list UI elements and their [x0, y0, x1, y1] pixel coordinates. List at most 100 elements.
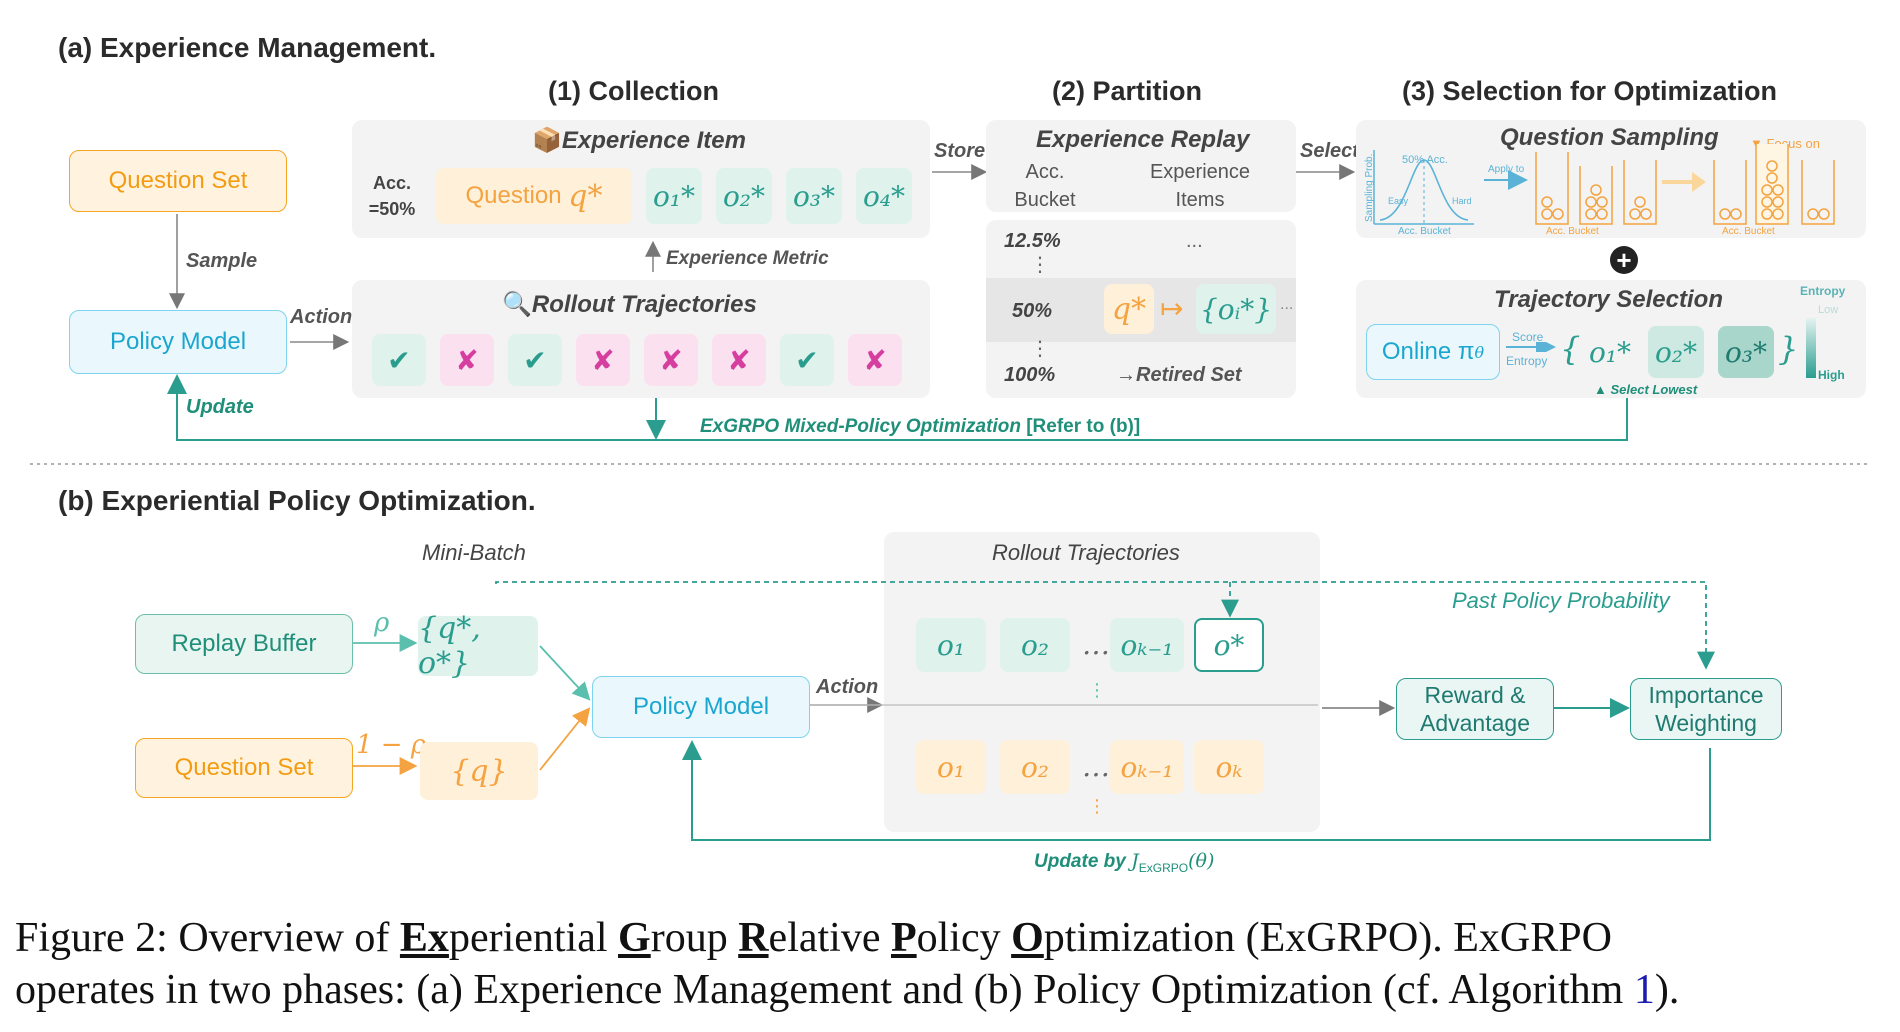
traj-brace-open: {: [1560, 330, 1581, 368]
bucket-50: 50%: [1012, 300, 1053, 322]
mapping-arrow: ↦: [1160, 293, 1184, 324]
rollout-item-teal: oₖ₋₁: [1110, 618, 1184, 672]
cross-icon: ✘: [440, 334, 494, 386]
action-label-b: Action: [816, 676, 879, 698]
apply-to-label: Apply to: [1488, 164, 1525, 175]
rho-label: ρ: [374, 608, 390, 638]
acc-bucket-axis-3: Acc. Bucket: [1722, 226, 1775, 237]
cross-icon: ✘: [848, 334, 902, 386]
check-icon: ✔: [780, 334, 834, 386]
update-label: Update: [186, 396, 254, 418]
mixed-policy-label: ExGRPO Mixed-Policy Optimization [Refer …: [700, 416, 1141, 437]
question-set-box: Question Set: [69, 150, 287, 212]
algorithm-link[interactable]: 1: [1633, 967, 1655, 1013]
replay-title: Experience Replay: [1036, 126, 1250, 153]
beakers-after: [1713, 144, 1835, 225]
part-b-connectors: [352, 581, 1715, 841]
sampling-illustration: [1373, 144, 1835, 225]
beakers-before: [1535, 152, 1657, 225]
experience-item-title: 📦Experience Item: [532, 127, 746, 154]
question-sampling-title: Question Sampling: [1500, 124, 1719, 151]
rollout-item-teal: o₂: [1000, 618, 1070, 672]
plus-icon: +: [1610, 245, 1638, 275]
rollout-item-orange: oₖ: [1194, 740, 1264, 794]
reward-advantage-box: Reward & Advantage: [1396, 678, 1554, 740]
items-ellipsis-2: ...: [1280, 296, 1294, 313]
replay-header-panel: [986, 120, 1296, 212]
action-label-a: Action: [290, 306, 353, 328]
row-vdots-1: ⋮: [1088, 680, 1106, 700]
importance-weighting-box: Importance Weighting: [1630, 678, 1782, 740]
caption-line-1: Figure 2: Overview of Experiential Group…: [15, 915, 1612, 961]
retired-set-label: →Retired Set: [1116, 364, 1242, 386]
experience-output-1: o₁*: [646, 168, 702, 224]
partition-title: (2) Partition: [1052, 76, 1203, 106]
easy-label: Easy: [1388, 196, 1409, 206]
acc-bucket-header: Acc. Bucket: [1014, 161, 1076, 211]
magnifier-icon: 🔍: [502, 291, 532, 318]
exp-items-header: Experience Items: [1149, 161, 1251, 211]
selection-title: (3) Selection for Optimization: [1402, 76, 1778, 106]
rollout-item-orange: oₖ₋₁: [1110, 740, 1184, 794]
sample-label: Sample: [186, 250, 258, 272]
select-lowest-label: ▲ Select Lowest: [1594, 382, 1698, 397]
rollout-title-b: Rollout Trajectories: [992, 540, 1180, 565]
acc-label: Acc. =50%: [368, 173, 416, 219]
experience-output-2: o₂*: [716, 168, 772, 224]
entropy-small-label: Entropy: [1506, 354, 1548, 368]
rollout-item-orange: …: [1082, 750, 1110, 783]
rollout-o-star: o*: [1194, 618, 1264, 672]
caption-line-2: operates in two phases: (a) Experience M…: [15, 967, 1680, 1013]
bucket-vdots-2: ⋮: [1030, 338, 1050, 360]
entropy-gradient: [1806, 318, 1816, 378]
policy-model-box-b: Policy Model: [592, 676, 810, 738]
traj-o1: o₁*: [1588, 335, 1632, 369]
bucket-12: 12.5%: [1004, 230, 1061, 252]
part-b-title: (b) Experiential Policy Optimization.: [58, 485, 536, 516]
traj-o2: o₂*: [1648, 326, 1704, 378]
question-tile: Question q*: [436, 168, 632, 224]
sampling-curve: [1373, 150, 1528, 225]
q-star: q*: [568, 178, 603, 214]
question-set-box-b: Question Set: [135, 738, 353, 798]
box-icon: 📦: [532, 127, 562, 154]
cross-icon: ✘: [644, 334, 698, 386]
experience-metric-label: Experience Metric: [666, 248, 829, 269]
items-ellipsis-1: ...: [1186, 230, 1203, 252]
collection-title: (1) Collection: [548, 76, 720, 106]
entropy-scale-title: Entropy: [1800, 284, 1846, 298]
cross-icon: ✘: [576, 334, 630, 386]
entropy-low: Low: [1818, 304, 1839, 316]
check-icon: ✔: [508, 334, 562, 386]
check-icon: ✔: [372, 334, 426, 386]
policy-model-box-a: Policy Model: [69, 310, 287, 374]
replay-q-star: q*: [1104, 284, 1154, 334]
past-policy-label: Past Policy Probability: [1452, 588, 1670, 613]
experience-output-3: o₃*: [786, 168, 842, 224]
transform-arrow: [1662, 172, 1706, 192]
score-arrow: [1506, 342, 1556, 352]
rollout-item-orange: o₁: [916, 740, 986, 794]
mini-batch-label: Mini-Batch: [422, 540, 526, 565]
q-o-star-tile: {q*, o*}: [418, 611, 538, 681]
one-minus-rho-label: 1 − ρ: [356, 730, 427, 760]
acc-bucket-axis-2: Acc. Bucket: [1546, 226, 1599, 237]
traj-o3: o₃*: [1718, 326, 1774, 378]
policy-model-label-a: Policy Model: [109, 328, 247, 355]
store-label: Store: [934, 140, 986, 162]
entropy-high: High: [1818, 368, 1845, 382]
part-a-title: (a) Experience Management.: [58, 32, 437, 63]
rollout-title-a: 🔍Rollout Trajectories: [502, 291, 757, 318]
bucket-vdots-1: ⋮: [1030, 254, 1050, 276]
update-by-label: Update by JExGRPO(θ): [1034, 850, 1215, 875]
replay-oi-set: {oᵢ*}: [1196, 284, 1276, 334]
question-set-label: Question Set: [108, 167, 248, 194]
hard-label: Hard: [1452, 196, 1472, 206]
select-label: Select: [1300, 140, 1359, 162]
acc-bucket-axis-1: Acc. Bucket: [1398, 226, 1451, 237]
experience-output-4: o₄*: [856, 168, 912, 224]
rollout-item-teal: …: [1082, 628, 1110, 661]
rollout-item-teal: o₁: [916, 618, 986, 672]
